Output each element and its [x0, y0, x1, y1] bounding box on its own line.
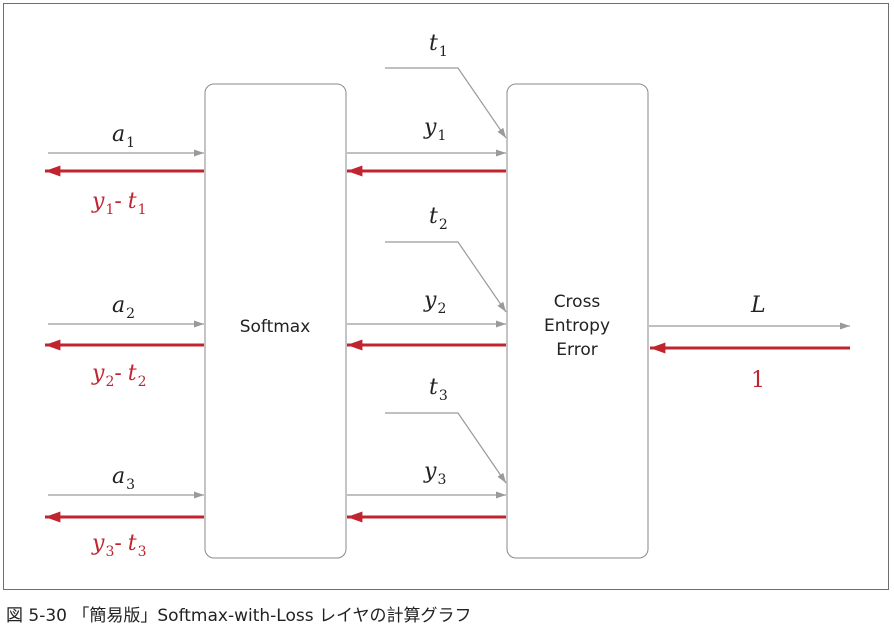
loss-gradient-label: 1 [751, 368, 765, 393]
softmax-label: Softmax [240, 317, 311, 337]
target-t1-arrow [385, 67, 507, 139]
loss-label: L [750, 293, 766, 318]
figure-caption: 図 5-30 「簡易版」Softmax-with-Loss レイヤの計算グラフ [6, 606, 472, 626]
computation-graph: Softmax Cross Entropy Error a1 a2 a3 y1 … [45, 31, 850, 560]
gradient-label-2: y2-t2 [91, 361, 147, 390]
cross-entropy-label-line3: Error [556, 340, 597, 360]
gradient-label-1: y1-t1 [91, 189, 147, 218]
target-label-t1: t1 [429, 31, 448, 60]
output-label-y2: y2 [423, 288, 446, 317]
output-label-y1: y1 [423, 115, 446, 144]
figure-frame [3, 3, 889, 590]
target-t3-arrow [385, 412, 507, 484]
target-t2-arrow [385, 241, 507, 313]
target-label-t3: t3 [429, 375, 448, 404]
cross-entropy-layer-box [506, 83, 649, 559]
output-label-y3: y3 [423, 459, 446, 488]
gradient-label-3: y3-t3 [91, 531, 147, 560]
input-label-a2: a2 [112, 293, 135, 322]
cross-entropy-label-line2: Entropy [544, 316, 610, 336]
softmax-layer-box [204, 83, 347, 559]
input-label-a3: a3 [112, 464, 135, 493]
target-label-t2: t2 [429, 204, 448, 233]
cross-entropy-label-line1: Cross [554, 292, 601, 312]
input-label-a1: a1 [112, 122, 135, 151]
